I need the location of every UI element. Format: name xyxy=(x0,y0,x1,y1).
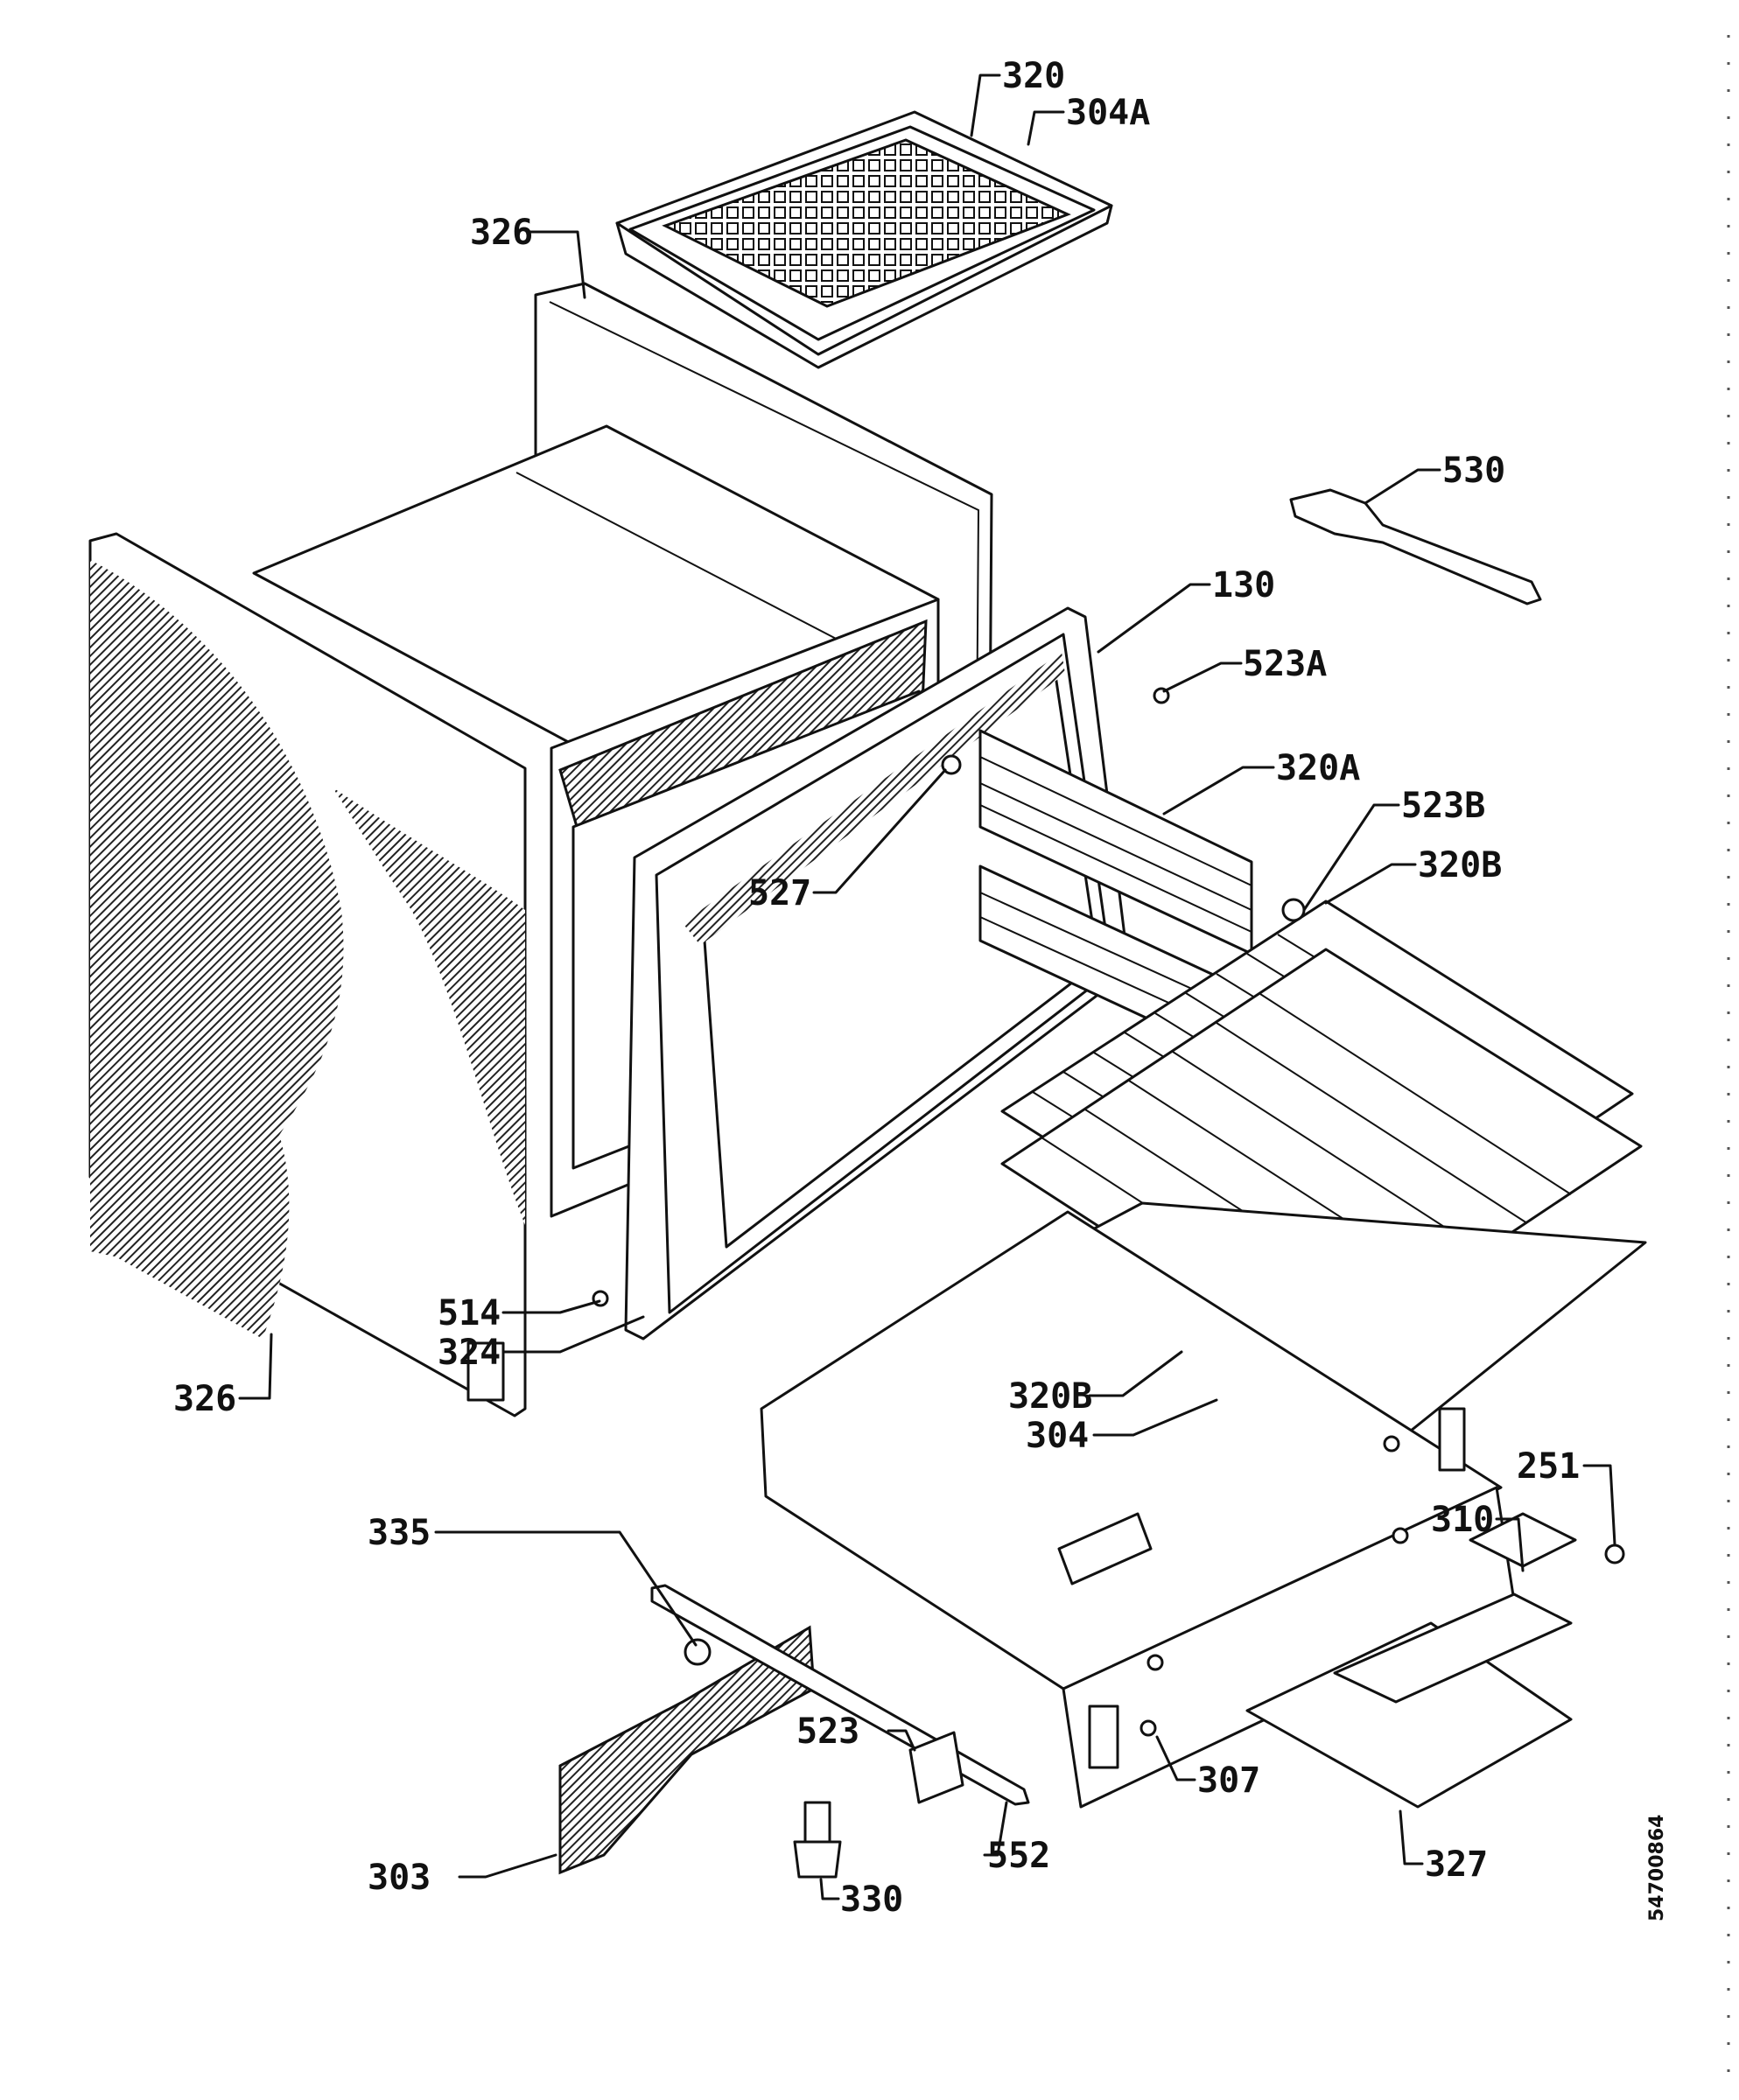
callout-523B: 523B xyxy=(1401,786,1485,826)
callout-523A: 523A xyxy=(1243,644,1327,684)
grill-pan-handle xyxy=(1289,488,1542,606)
callout-251: 251 xyxy=(1517,1446,1580,1487)
leader-lines xyxy=(238,74,1616,1900)
callout-320B: 320B xyxy=(1418,845,1502,886)
callout-326-top: 326 xyxy=(470,213,533,253)
callout-335: 335 xyxy=(368,1513,431,1553)
callout-303: 303 xyxy=(368,1858,431,1898)
kick-panel xyxy=(558,1625,816,1875)
callout-514: 514 xyxy=(438,1293,501,1334)
callout-527: 527 xyxy=(748,873,811,914)
callout-130: 130 xyxy=(1212,565,1275,606)
callout-labels: 320 304A 326 530 130 523A 320A 523B 320B… xyxy=(173,56,1580,1920)
callout-327: 327 xyxy=(1425,1844,1488,1885)
drawer-cover-plates xyxy=(1245,1512,1577,1809)
callout-320: 320 xyxy=(1002,56,1065,96)
storage-drawer xyxy=(760,1210,1516,1809)
drawing-code: 54700864 xyxy=(1646,1815,1668,1922)
side-panel xyxy=(88,532,527,1418)
callout-530: 530 xyxy=(1442,451,1505,491)
callout-523: 523 xyxy=(796,1712,859,1752)
callout-320B-lower: 320B xyxy=(1008,1376,1092,1417)
grill-pan-assembly xyxy=(615,110,1113,369)
callout-320A: 320A xyxy=(1276,748,1360,788)
callout-304A: 304A xyxy=(1066,93,1150,133)
callout-310: 310 xyxy=(1431,1500,1494,1540)
callout-330: 330 xyxy=(840,1880,903,1920)
callout-552: 552 xyxy=(987,1836,1050,1876)
callout-307: 307 xyxy=(1197,1760,1260,1801)
callout-324: 324 xyxy=(438,1333,501,1373)
callout-326-bottom: 326 xyxy=(173,1379,236,1419)
callout-304: 304 xyxy=(1026,1416,1089,1456)
